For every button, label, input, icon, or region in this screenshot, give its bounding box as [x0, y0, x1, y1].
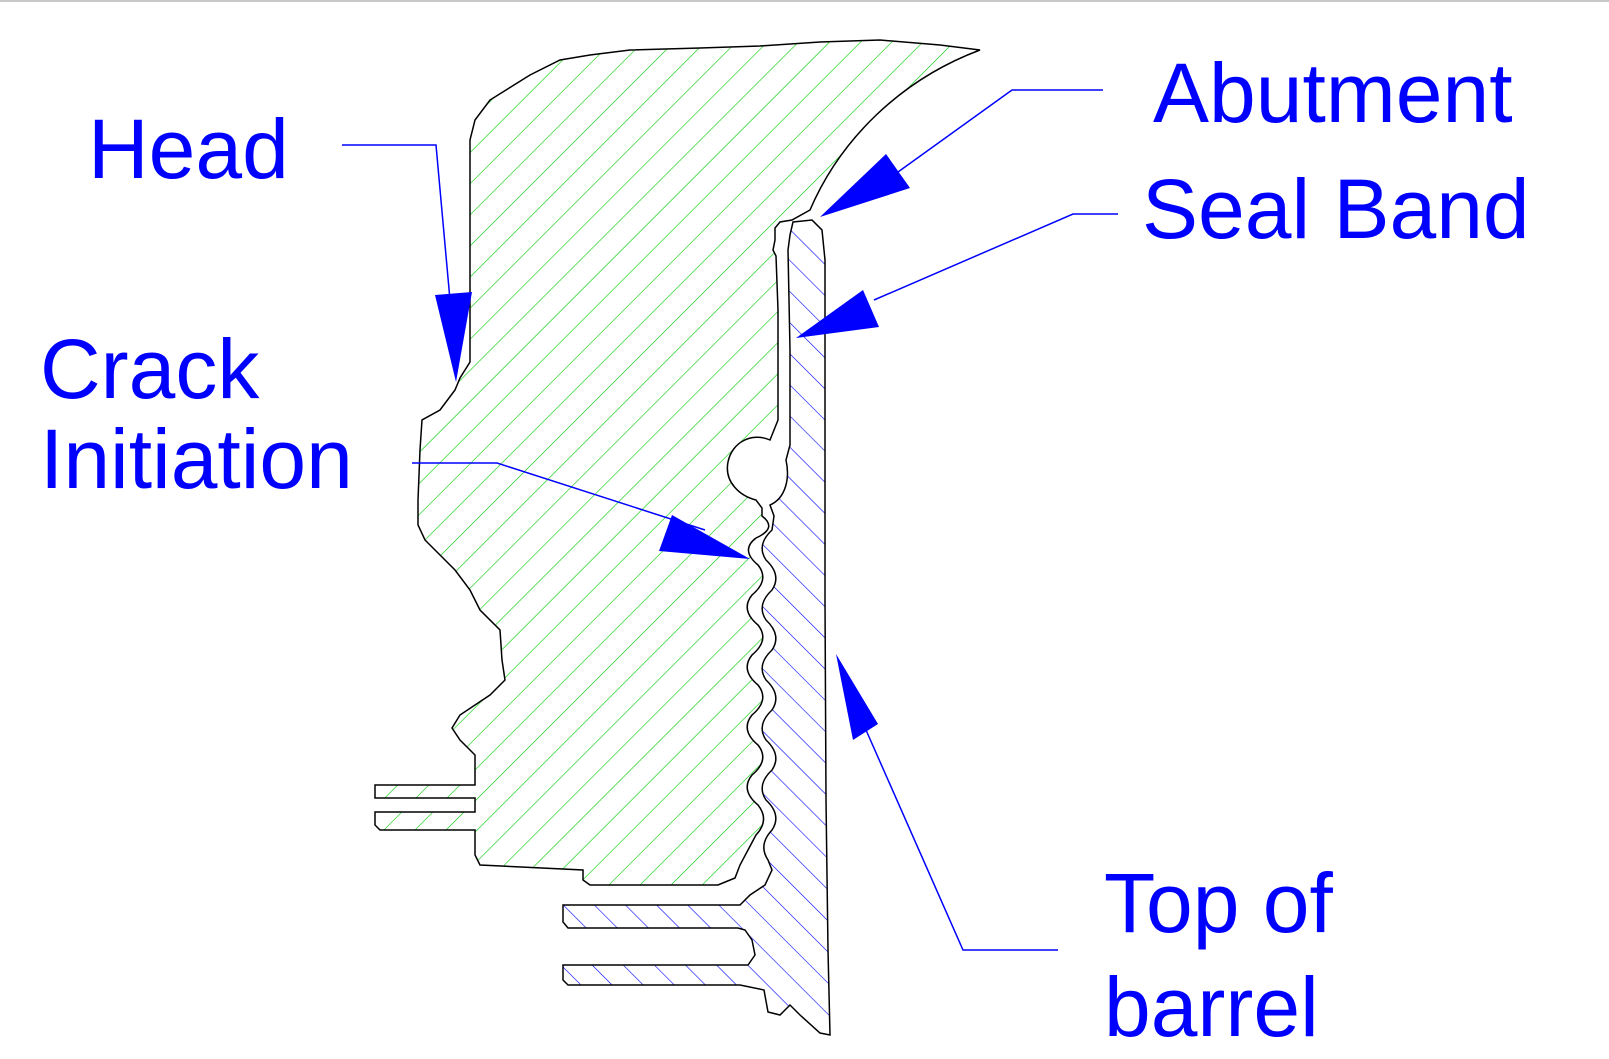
initiation-label: Initiation — [40, 412, 353, 506]
top-of-barrel-leader-line — [865, 729, 1058, 951]
head-leader-line — [342, 144, 451, 301]
head-arrowhead — [435, 292, 472, 382]
seal-band-arrowhead — [796, 290, 879, 338]
arrowheads — [435, 154, 910, 740]
seal-band-leader-line — [873, 213, 1118, 301]
crack-initiation-leader-line — [412, 462, 706, 531]
head-section — [374, 39, 981, 886]
abutment-arrowhead — [820, 154, 910, 217]
leader-lines — [342, 89, 1118, 951]
top-of-barrel-arrowhead — [836, 654, 878, 740]
top-of-label: Top of — [1104, 856, 1333, 950]
head-label: Head — [88, 102, 289, 196]
seal-band-label: Seal Band — [1142, 162, 1530, 256]
barrel-section — [562, 219, 831, 1036]
abutment-leader-line — [897, 89, 1103, 173]
crack-initiation-arrowhead — [659, 515, 750, 559]
barrel-label: barrel — [1104, 960, 1319, 1054]
abutment-label: Abutment — [1153, 46, 1513, 140]
crack-label: Crack — [40, 322, 260, 416]
